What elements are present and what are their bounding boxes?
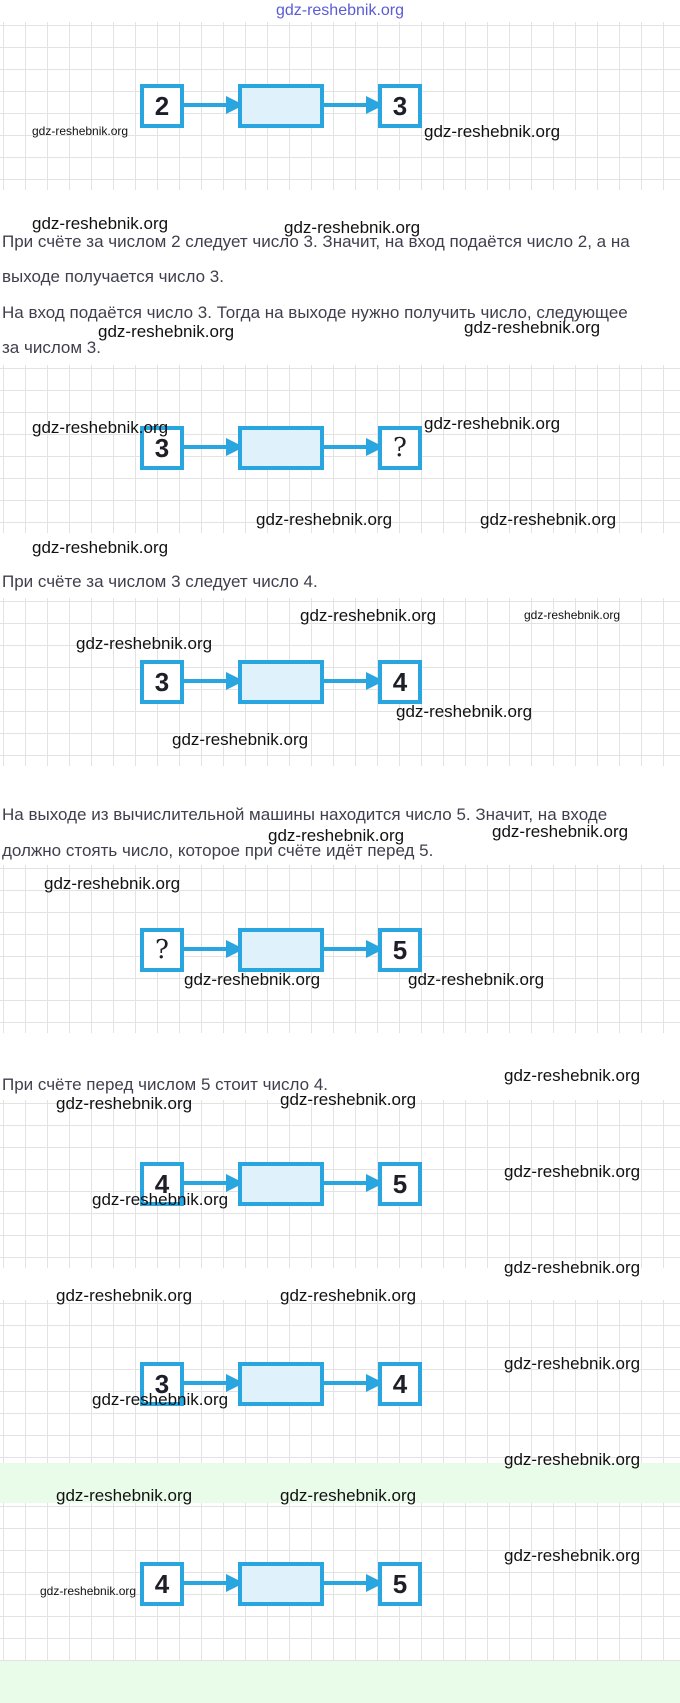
watermark: gdz-reshebnik.org: [284, 218, 421, 237]
input-box: 3: [140, 1362, 184, 1406]
arrow-icon: [324, 672, 384, 690]
watermark: gdz-reshebnik.org: [504, 1354, 641, 1373]
machine-box: [238, 84, 324, 128]
machine-box: [238, 660, 324, 704]
output-box: ?: [378, 426, 422, 470]
watermark: gdz-reshebnik.org: [32, 214, 169, 233]
paragraph-5: При счёте перед числом 5 стоит число 4.: [2, 1075, 329, 1094]
arrow-icon: [324, 96, 384, 114]
input-box: 3: [140, 426, 184, 470]
output-box: 4: [378, 1362, 422, 1406]
watermark: gdz-reshebnik.org: [504, 1162, 641, 1181]
highlight-band: [0, 1463, 680, 1503]
output-box: 5: [378, 928, 422, 972]
watermark: gdz-reshebnik.org: [396, 702, 533, 721]
watermark: gdz-reshebnik.org: [98, 322, 235, 341]
highlight-band: [0, 1661, 680, 1703]
watermark: gdz-reshebnik.org: [280, 1486, 417, 1505]
watermark: gdz-reshebnik.org: [256, 510, 393, 529]
watermark: gdz-reshebnik.org: [32, 124, 129, 138]
watermark: gdz-reshebnik.org: [76, 634, 213, 653]
watermark: gdz-reshebnik.org: [504, 1258, 641, 1277]
paragraph-3: При счёте за числом 3 следует число 4.: [2, 572, 318, 591]
machine-box: [238, 1162, 324, 1206]
paragraph-4-line-1: На выходе из вычислительной машины наход…: [2, 805, 608, 824]
watermark: gdz-reshebnik.org: [280, 1090, 417, 1109]
arrow-icon: [184, 438, 244, 456]
watermark: gdz-reshebnik.org: [504, 1066, 641, 1085]
watermark: gdz-reshebnik.org: [32, 418, 169, 437]
watermark: gdz-reshebnik.org: [92, 1190, 229, 1209]
watermark: gdz-reshebnik.org: [408, 970, 545, 989]
watermark: gdz-reshebnik.org: [172, 730, 309, 749]
watermark: gdz-reshebnik.org: [40, 1584, 137, 1598]
watermark: gdz-reshebnik.org: [56, 1094, 193, 1113]
watermark: gdz-reshebnik.org: [524, 608, 621, 622]
watermark: gdz-reshebnik.org: [480, 510, 617, 529]
arrow-icon: [184, 672, 244, 690]
machine-box: [238, 1362, 324, 1406]
grid-panel-6: [0, 1300, 680, 1468]
arrow-icon: [324, 1174, 384, 1192]
watermark: gdz-reshebnik.org: [504, 1546, 641, 1565]
machine-box: [238, 426, 324, 470]
site-header-link[interactable]: gdz-reshebnik.org: [275, 2, 405, 19]
paragraph-2-line-2: за числом 3.: [2, 338, 101, 357]
arrow-icon: [184, 1374, 244, 1392]
grid-panel-3: [0, 598, 680, 766]
output-box: 3: [378, 84, 422, 128]
arrow-icon: [324, 438, 384, 456]
watermark: gdz-reshebnik.org: [424, 122, 561, 141]
input-box: 2: [140, 84, 184, 128]
input-box: 4: [140, 1162, 184, 1206]
watermark: gdz-reshebnik.org: [56, 1286, 193, 1305]
paragraph-1-line-1: При счёте за числом 2 следует число 3. З…: [2, 232, 630, 251]
arrow-icon: [184, 1174, 244, 1192]
output-box: 5: [378, 1162, 422, 1206]
arrow-icon: [324, 940, 384, 958]
watermark: gdz-reshebnik.org: [92, 1390, 229, 1409]
machine-box: [238, 1562, 324, 1606]
watermark: gdz-reshebnik.org: [32, 538, 169, 557]
arrow-icon: [184, 940, 244, 958]
watermark: gdz-reshebnik.org: [300, 606, 437, 625]
watermark: gdz-reshebnik.org: [44, 874, 181, 893]
input-box: ?: [140, 928, 184, 972]
watermark: gdz-reshebnik.org: [492, 822, 629, 841]
arrow-icon: [184, 96, 244, 114]
machine-box: [238, 928, 324, 972]
arrow-icon: [324, 1574, 384, 1592]
paragraph-2-line-1: На вход подаётся число 3. Тогда на выход…: [2, 303, 628, 322]
output-box: 5: [378, 1562, 422, 1606]
watermark: gdz-reshebnik.org: [504, 1450, 641, 1469]
arrow-icon: [324, 1374, 384, 1392]
watermark: gdz-reshebnik.org: [280, 1286, 417, 1305]
grid-panel-2: [0, 365, 680, 533]
output-box: 4: [378, 660, 422, 704]
arrow-icon: [184, 1574, 244, 1592]
input-box: 4: [140, 1562, 184, 1606]
watermark: gdz-reshebnik.org: [268, 826, 405, 845]
watermark: gdz-reshebnik.org: [464, 318, 601, 337]
paragraph-1-line-2: выходе получается число 3.: [2, 267, 224, 286]
grid-panel-5: [0, 1100, 680, 1268]
paragraph-4-line-2: должно стоять число, которое при счёте и…: [2, 841, 434, 860]
watermark: gdz-reshebnik.org: [56, 1486, 193, 1505]
input-box: 3: [140, 660, 184, 704]
watermark: gdz-reshebnik.org: [184, 970, 321, 989]
watermark: gdz-reshebnik.org: [424, 414, 561, 433]
